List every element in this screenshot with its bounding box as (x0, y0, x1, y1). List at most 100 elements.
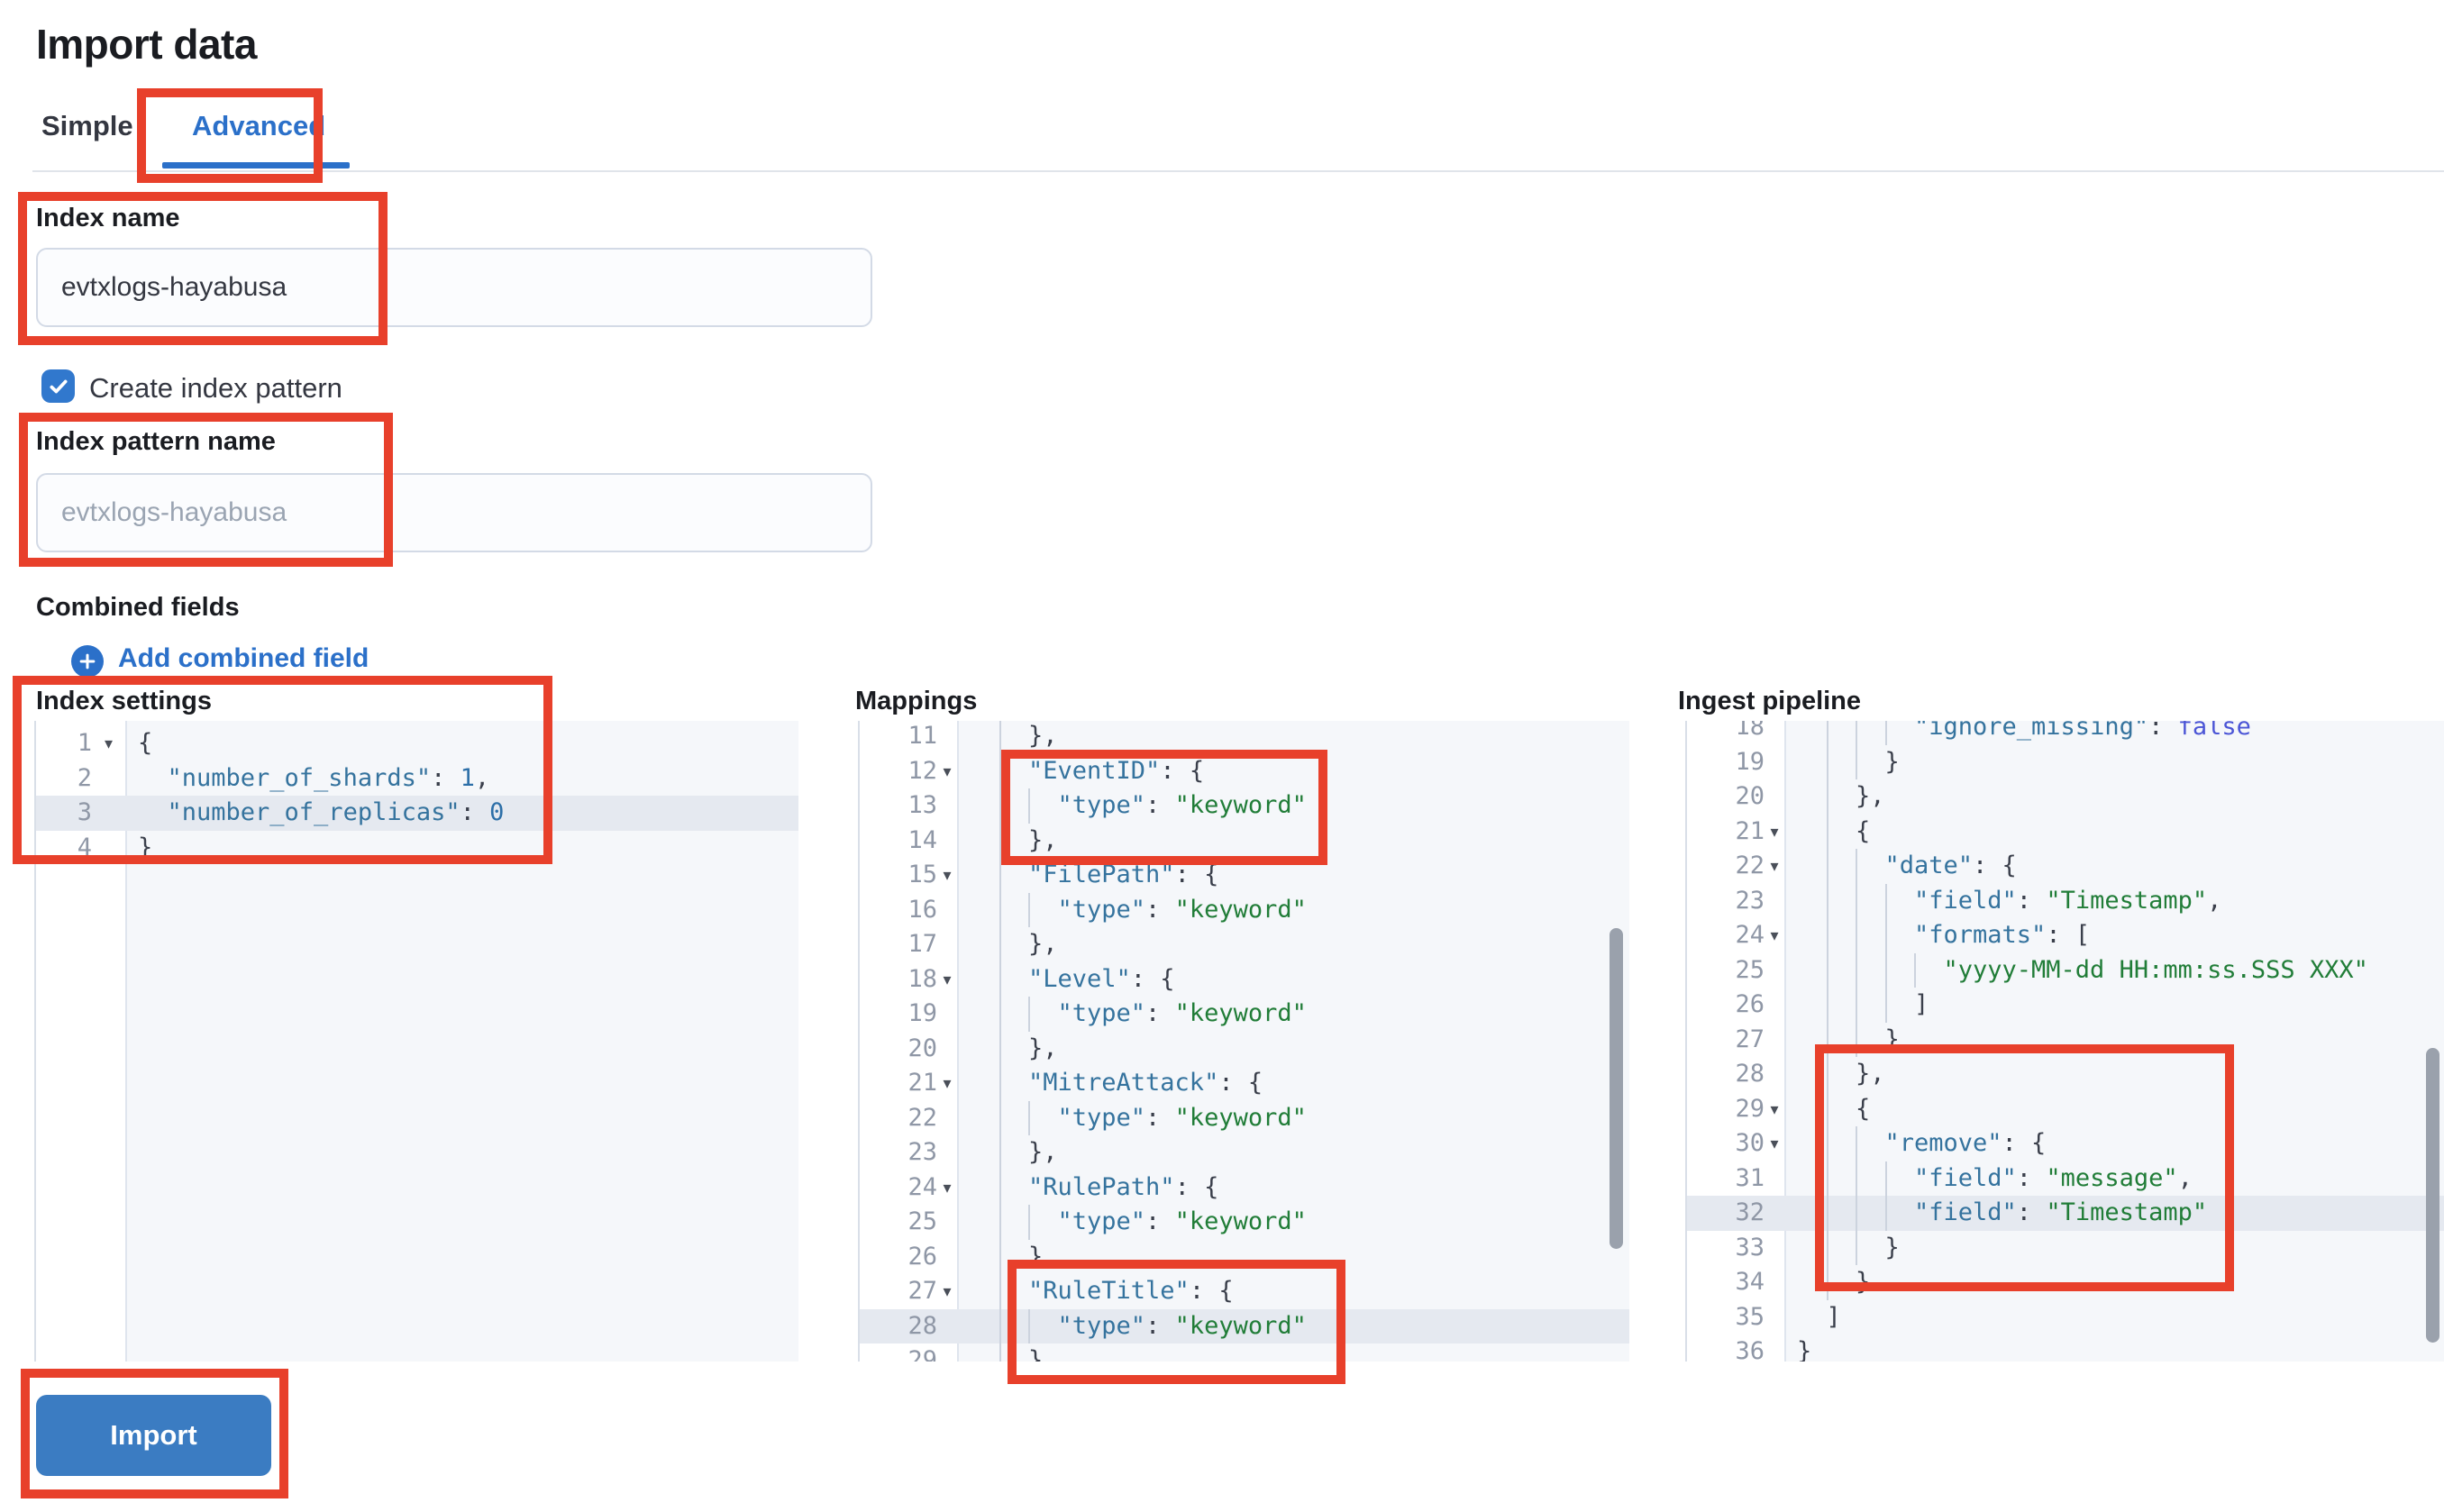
code-line-27: 27▾"RuleTitle": { (860, 1274, 1629, 1309)
index-pattern-name-label: Index pattern name (36, 427, 276, 456)
code-line-29: 29}, (860, 1343, 1629, 1362)
fold-arrow-icon[interactable]: ▾ (943, 866, 952, 884)
fold-arrow-icon[interactable]: ▾ (943, 1178, 952, 1197)
fold-arrow-slot (92, 761, 125, 797)
import-button[interactable]: Import (36, 1395, 271, 1476)
code-line-17: 17}, (860, 927, 1629, 962)
ingest-pipeline-label: Ingest pipeline (1678, 687, 1862, 715)
code-line-30: 30▾"remove": { (1687, 1126, 2444, 1161)
mappings-editor[interactable]: 11},12▾"EventID": {13"type": "keyword"14… (858, 721, 1629, 1362)
code-line-16: 16"type": "keyword" (860, 892, 1629, 928)
fold-arrow-icon[interactable]: ▾ (1770, 926, 1779, 944)
fold-arrow-icon[interactable]: ▾ (943, 761, 952, 780)
code-line-12: 12▾"EventID": { (860, 753, 1629, 788)
code-line-23: 23"field": "Timestamp", (1687, 883, 2444, 918)
index-pattern-name-input[interactable] (36, 473, 872, 552)
pipeline-scrollbar-thumb[interactable] (2426, 1048, 2439, 1343)
code-line-3: 3"number_of_replicas": 0 (36, 796, 798, 831)
index-settings-editor[interactable]: 1▾{2"number_of_shards": 1,3"number_of_re… (34, 721, 798, 1362)
fold-arrow-slot (1765, 1231, 1784, 1266)
code-line-26: 26}, (860, 1239, 1629, 1275)
fold-arrow-slot (1765, 1265, 1784, 1300)
fold-arrow-icon[interactable]: ▾ (943, 1282, 952, 1300)
code-line-24: 24▾"formats": [ (1687, 918, 2444, 953)
fold-arrow-slot (92, 796, 125, 831)
code-line-1: 1▾{ (36, 726, 798, 761)
index-name-input[interactable] (36, 248, 872, 327)
add-combined-field-link[interactable]: Add combined field (118, 643, 369, 673)
fold-arrow-slot (937, 1135, 957, 1170)
fold-arrow-icon[interactable]: ▾ (1770, 1134, 1779, 1152)
fold-arrow-slot (937, 1343, 957, 1362)
mappings-scrollbar-thumb[interactable] (1610, 928, 1623, 1249)
fold-arrow-slot (937, 721, 957, 754)
code-line-33: 33} (1687, 1230, 2444, 1266)
fold-arrow-slot (937, 1101, 957, 1136)
fold-arrow-slot (1765, 1023, 1784, 1058)
fold-arrow-slot (937, 1032, 957, 1067)
tab-advanced[interactable]: Advanced (192, 110, 326, 141)
fold-arrow-slot (1765, 1161, 1784, 1197)
fold-arrow-slot (937, 997, 957, 1032)
fold-arrow-icon[interactable]: ▾ (1770, 857, 1779, 875)
fold-arrow-icon[interactable]: ▾ (943, 970, 952, 988)
code-line-14: 14}, (860, 823, 1629, 859)
fold-arrow-slot (1765, 1334, 1784, 1362)
code-line-11: 11}, (860, 721, 1629, 754)
create-index-pattern-checkbox[interactable] (41, 369, 75, 403)
code-line-23: 23}, (860, 1135, 1629, 1170)
code-line-31: 31"field": "message", (1687, 1161, 2444, 1197)
fold-arrow-icon[interactable]: ▾ (1770, 1099, 1779, 1118)
fold-arrow-slot (1765, 721, 1784, 745)
code-line-36: 36} (1687, 1334, 2444, 1362)
code-line-34: 34} (1687, 1265, 2444, 1300)
page-title: Import data (36, 21, 257, 68)
fold-arrow-slot (937, 824, 957, 859)
fold-arrow-slot (1765, 745, 1784, 780)
code-line-22: 22"type": "keyword" (860, 1100, 1629, 1136)
tab-simple[interactable]: Simple (41, 110, 133, 141)
code-line-19: 19} (1687, 744, 2444, 780)
header-divider (32, 170, 2444, 172)
fold-arrow-icon[interactable]: ▾ (1770, 822, 1779, 841)
code-line-28: 28"type": "keyword" (860, 1308, 1629, 1343)
code-line-13: 13"type": "keyword" (860, 788, 1629, 824)
combined-fields-label: Combined fields (36, 593, 240, 622)
index-name-label: Index name (36, 204, 180, 232)
fold-arrow-icon[interactable]: ▾ (104, 734, 114, 752)
checkmark-icon (47, 375, 70, 398)
code-line-35: 35] (1687, 1300, 2444, 1335)
code-line-32: 32"field": "Timestamp" (1687, 1196, 2444, 1231)
fold-arrow-slot (1765, 953, 1784, 988)
code-line-25: 25"type": "keyword" (860, 1205, 1629, 1240)
code-line-2: 2"number_of_shards": 1, (36, 761, 798, 797)
code-line-26: 26] (1687, 988, 2444, 1023)
code-line-24: 24▾"RulePath": { (860, 1170, 1629, 1205)
active-tab-underline (162, 162, 350, 169)
fold-arrow-slot (92, 831, 125, 866)
fold-arrow-slot (937, 788, 957, 824)
code-line-19: 19"type": "keyword" (860, 997, 1629, 1032)
code-line-25: 25"yyyy-MM-dd HH:mm:ss.SSS XXX" (1687, 952, 2444, 988)
fold-arrow-icon[interactable]: ▾ (943, 1074, 952, 1092)
code-line-20: 20}, (860, 1031, 1629, 1067)
code-line-20: 20}, (1687, 779, 2444, 815)
create-index-pattern-label: Create index pattern (89, 372, 342, 404)
index-settings-label: Index settings (36, 687, 212, 715)
code-line-4: 4} (36, 831, 798, 866)
code-line-29: 29▾{ (1687, 1091, 2444, 1126)
mappings-label: Mappings (855, 687, 978, 715)
fold-arrow-slot (1765, 988, 1784, 1023)
code-line-18: 18▾"Level": { (860, 961, 1629, 997)
fold-arrow-slot (937, 893, 957, 928)
fold-arrow-slot (1765, 1057, 1784, 1092)
fold-arrow-slot (1765, 779, 1784, 815)
code-line-21: 21▾"MitreAttack": { (860, 1066, 1629, 1101)
fold-arrow-slot (937, 1205, 957, 1240)
plus-circle-icon[interactable] (71, 645, 104, 678)
fold-arrow-slot (937, 1240, 957, 1275)
code-line-21: 21▾{ (1687, 814, 2444, 849)
code-line-27: 27} (1687, 1022, 2444, 1058)
